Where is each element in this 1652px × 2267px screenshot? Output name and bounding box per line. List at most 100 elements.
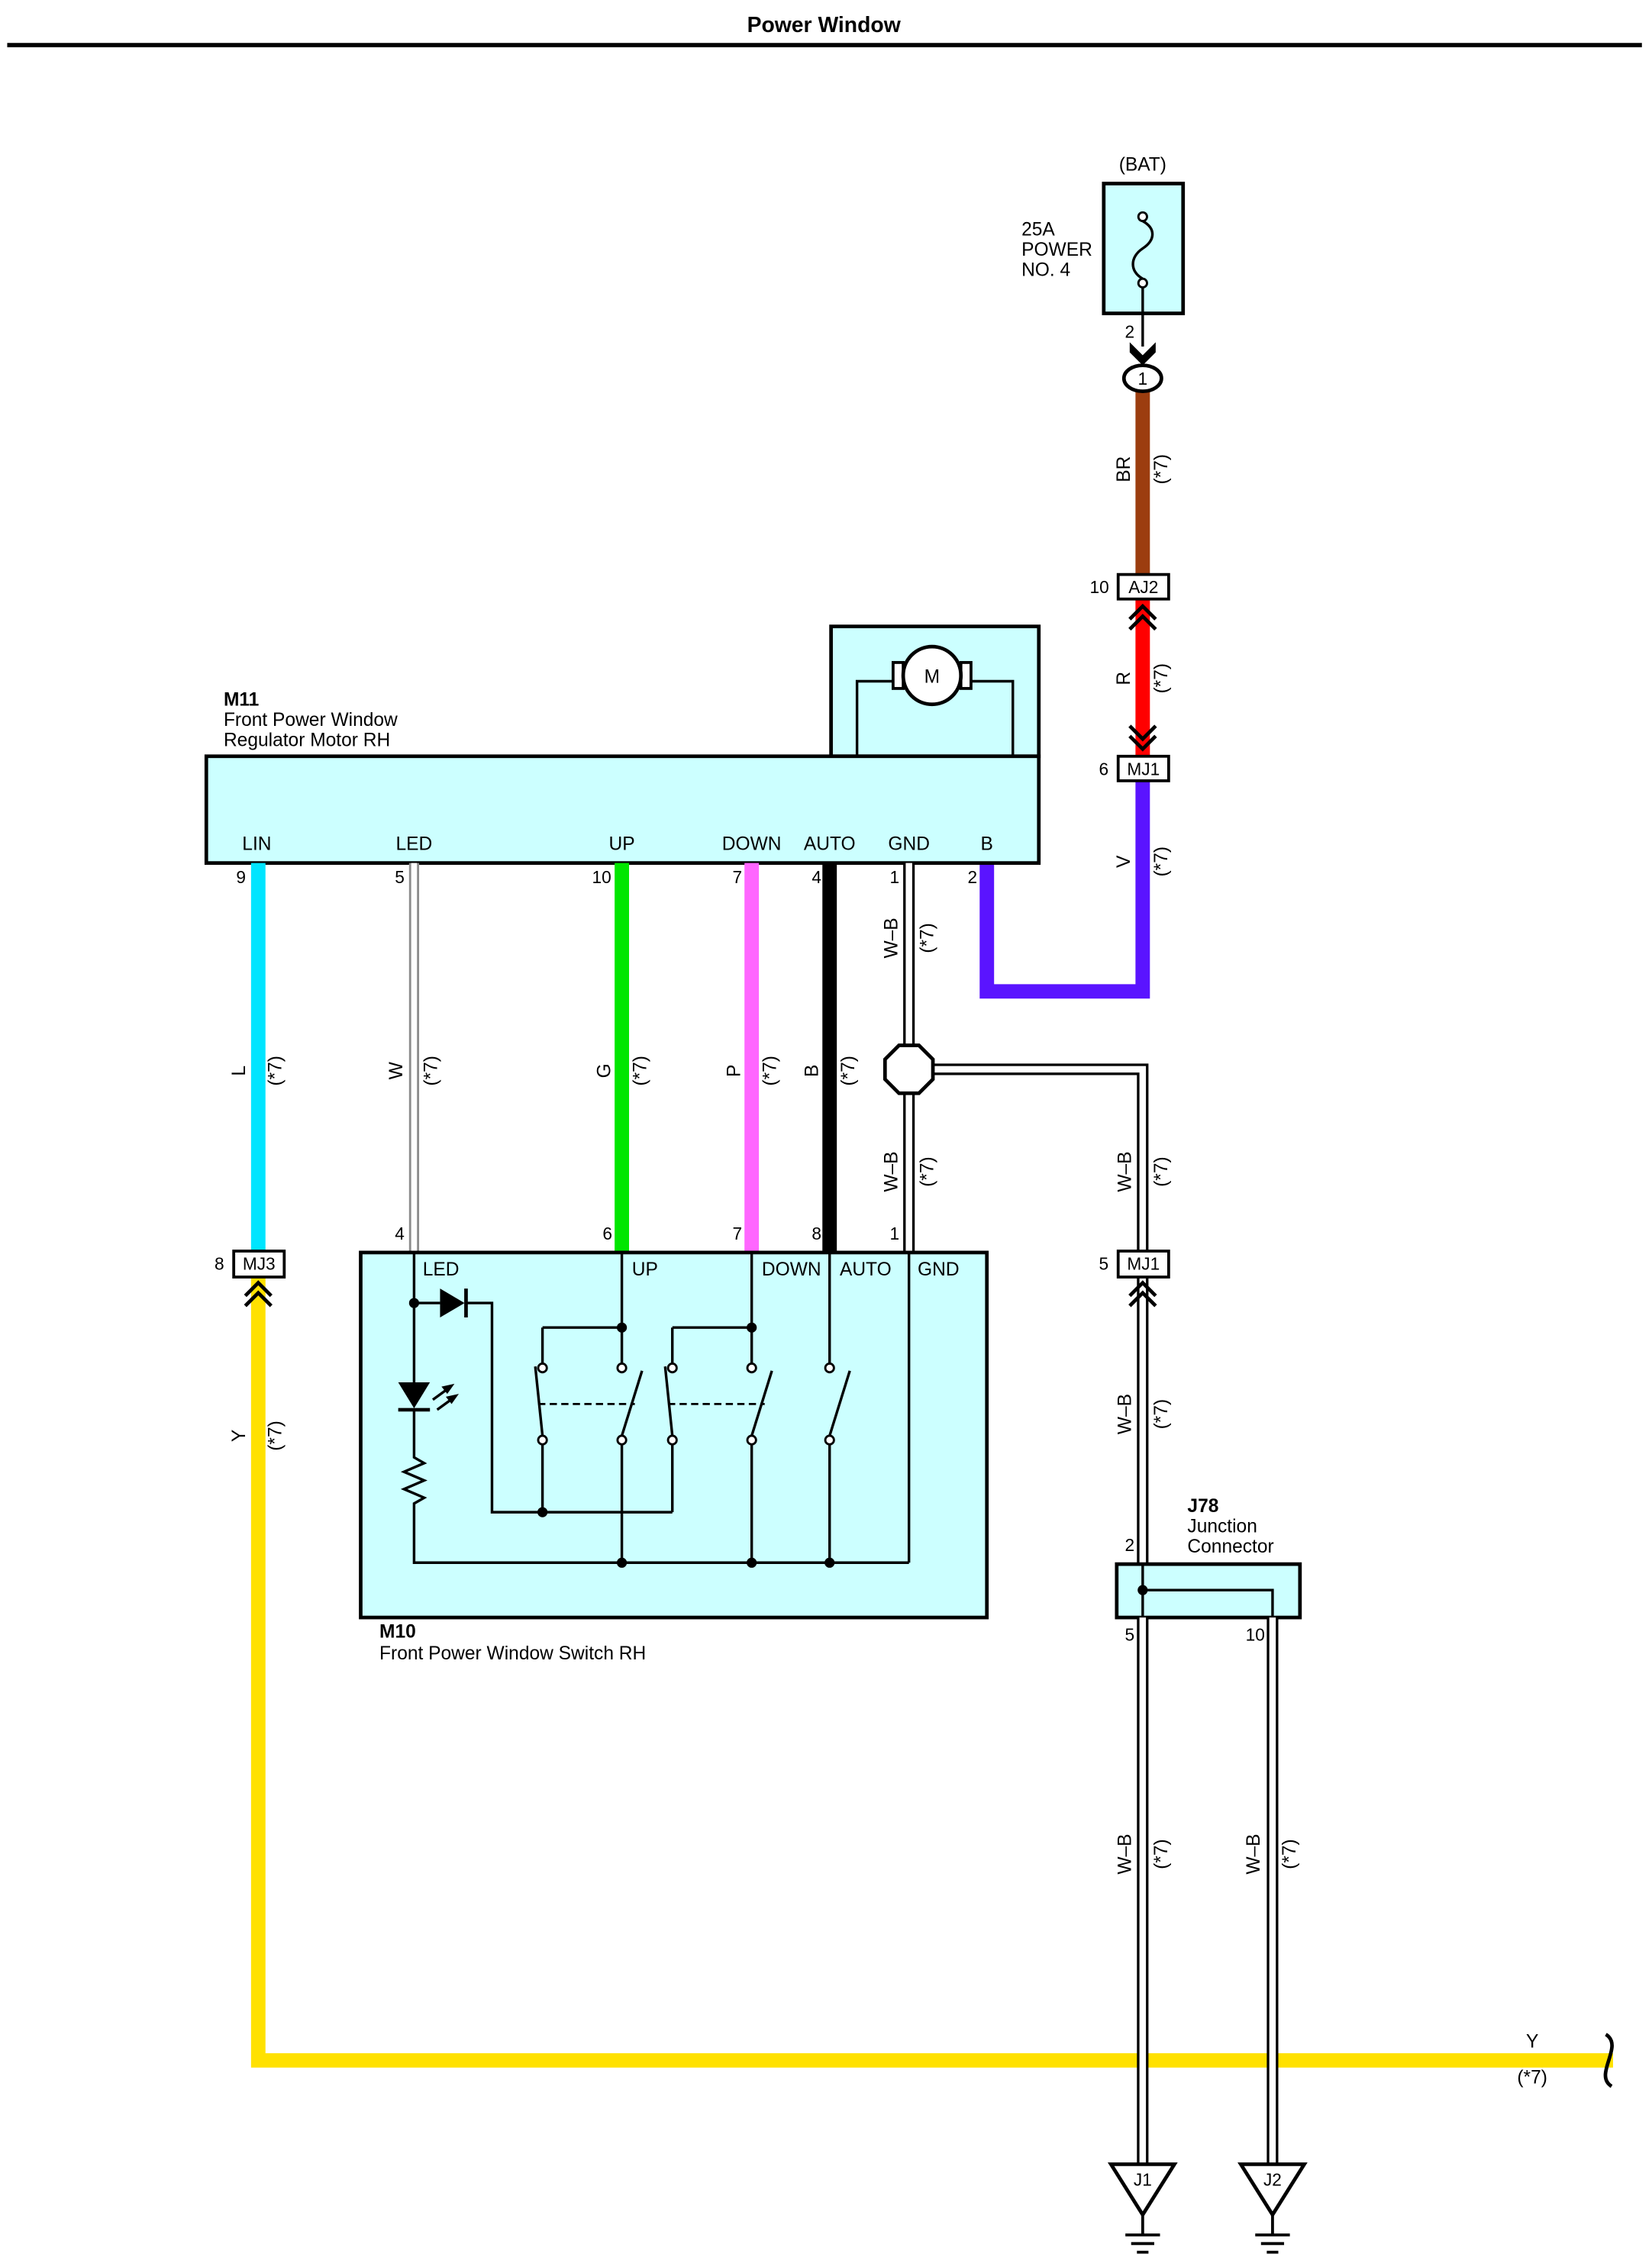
splice-point-icon xyxy=(882,1043,935,1095)
wire-color-code: W–B xyxy=(881,917,902,958)
motor-icon xyxy=(901,644,963,707)
wire-note: (*7) xyxy=(1151,1839,1172,1869)
m11-terminal-label: UP xyxy=(609,834,635,855)
m11-terminal-label: LIN xyxy=(242,834,271,855)
connector-mj1-lower xyxy=(1116,1250,1170,1279)
motor-symbol-label: M xyxy=(924,666,940,687)
switch-contact xyxy=(666,1434,678,1446)
connector-aj2-name: AJ2 xyxy=(1128,577,1158,597)
j78-pin-number: 2 xyxy=(1125,1535,1135,1555)
wire-note: (*7) xyxy=(1517,2068,1547,2088)
inline-connector-pin: 1 xyxy=(1138,369,1148,389)
diode-icon xyxy=(440,1288,465,1317)
wire-note: (*7) xyxy=(918,1156,938,1187)
wire-note: (*7) xyxy=(631,1056,651,1086)
component-m11: M11 Front Power Window Regulator Motor R… xyxy=(204,624,1041,887)
m10-pin-number: 6 xyxy=(602,1224,612,1243)
m11-terminal-label: AUTO xyxy=(804,834,856,855)
m10-code: M10 xyxy=(379,1622,416,1643)
wire-wb-core xyxy=(931,1066,1147,1252)
wire-note: (*7) xyxy=(265,1421,286,1451)
wire-color-code: W–B xyxy=(881,1151,902,1192)
m11-pin-number: 5 xyxy=(395,867,405,887)
junction-dot xyxy=(747,1557,757,1568)
m10-terminal-label: AUTO xyxy=(840,1259,892,1280)
m10-down-switch-feed xyxy=(671,1252,753,1364)
connector-mj3-pin: 8 xyxy=(215,1254,224,1274)
led-icon xyxy=(398,1382,431,1409)
fuse-element-icon xyxy=(1131,220,1154,280)
m10-terminal-label: DOWN xyxy=(762,1259,821,1280)
wire-note: (*7) xyxy=(421,1056,442,1086)
junction-dot xyxy=(747,1322,757,1333)
switch-contact xyxy=(824,1434,835,1446)
switch-blade-icon xyxy=(663,1366,674,1437)
m10-terminal-label: LED xyxy=(423,1259,460,1280)
wire-note: (*7) xyxy=(1151,1399,1172,1430)
junction-dot xyxy=(616,1557,628,1568)
m11-name-line2: Regulator Motor RH xyxy=(224,730,390,751)
fuse-power-no4: (BAT) 25A POWER NO. 4 2 xyxy=(1021,154,1186,366)
wire-note: (*7) xyxy=(1279,1839,1300,1869)
wire-color-code: W–B xyxy=(1115,1394,1136,1434)
led-emission-arrowhead xyxy=(445,1394,460,1404)
m10-terminal-label: GND xyxy=(918,1259,960,1280)
double-chevron-down-icon xyxy=(1128,724,1157,752)
component-m10: 4 6 7 8 1 LED UP DOWN AUTO GND xyxy=(359,1224,989,1664)
connector-aj2-pin: 10 xyxy=(1090,577,1109,597)
wire-color-code: V xyxy=(1114,855,1134,868)
m10-pin-number: 8 xyxy=(811,1224,821,1243)
wire-color-code: Y xyxy=(229,1430,250,1442)
switch-blade-icon xyxy=(828,1370,851,1437)
m11-code: M11 xyxy=(224,690,259,711)
wire-note: (*7) xyxy=(918,923,938,953)
fuse-source-label: (BAT) xyxy=(1119,154,1166,175)
j78-name-line2: Connector xyxy=(1187,1537,1273,1557)
fuse-terminal xyxy=(1137,277,1148,289)
wire-y xyxy=(250,1277,1613,2068)
wire-wb-outline xyxy=(931,1063,1149,1252)
wire-note: (*7) xyxy=(1151,846,1172,877)
m10-up-switch-feed xyxy=(540,1252,624,1364)
ground-label: J2 xyxy=(1263,2170,1282,2190)
m11-name-line1: Front Power Window xyxy=(224,710,398,730)
m11-pin-number: 1 xyxy=(889,867,899,887)
wire-color-code: BR xyxy=(1114,456,1134,482)
led-emission-arrowhead xyxy=(441,1383,455,1395)
m11-pin-number: 2 xyxy=(968,867,978,887)
j78-code: J78 xyxy=(1187,1496,1218,1517)
m11-pin-number: 7 xyxy=(732,867,742,887)
junction-dot xyxy=(824,1557,835,1568)
switch-contact xyxy=(537,1362,548,1374)
connector-mj1-upper-name: MJ1 xyxy=(1127,759,1160,779)
wire-color-code: G xyxy=(594,1063,615,1078)
m11-body xyxy=(204,754,1041,865)
connector-mj1-upper xyxy=(1116,754,1170,782)
j78-pin-number: 5 xyxy=(1125,1624,1135,1644)
fuse-rating: 25A xyxy=(1021,220,1055,240)
j78-name-line1: Junction xyxy=(1187,1517,1257,1537)
junction-dot xyxy=(616,1322,628,1333)
wire-note: (*7) xyxy=(1151,1156,1172,1187)
junction-dot xyxy=(408,1298,420,1308)
wire-color-code: W–B xyxy=(1115,1151,1136,1192)
wire-note: (*7) xyxy=(1151,454,1172,485)
wire-note: (*7) xyxy=(265,1056,286,1086)
m10-name: Front Power Window Switch RH xyxy=(379,1643,646,1664)
m11-terminal-label: DOWN xyxy=(722,834,782,855)
ground-icon xyxy=(1255,2214,1290,2254)
resistor-icon xyxy=(400,1409,909,1564)
fuse-name-line1: POWER xyxy=(1021,240,1092,260)
ground-j1: J1 xyxy=(1107,2162,1178,2254)
connector-mj3-name: MJ3 xyxy=(243,1254,276,1274)
fuse-name-line2: NO. 4 xyxy=(1021,260,1070,280)
connector-mj1-lower-name: MJ1 xyxy=(1127,1254,1160,1274)
wire-color-code: L xyxy=(229,1066,250,1076)
m11-terminal-label: LED xyxy=(396,834,433,855)
ground-j2: J2 xyxy=(1237,2162,1308,2254)
wire-color-code: W–B xyxy=(1244,1833,1264,1874)
m11-motor-leads xyxy=(855,679,1015,756)
switch-contact xyxy=(824,1362,835,1374)
arrow-down-icon xyxy=(1129,342,1156,366)
